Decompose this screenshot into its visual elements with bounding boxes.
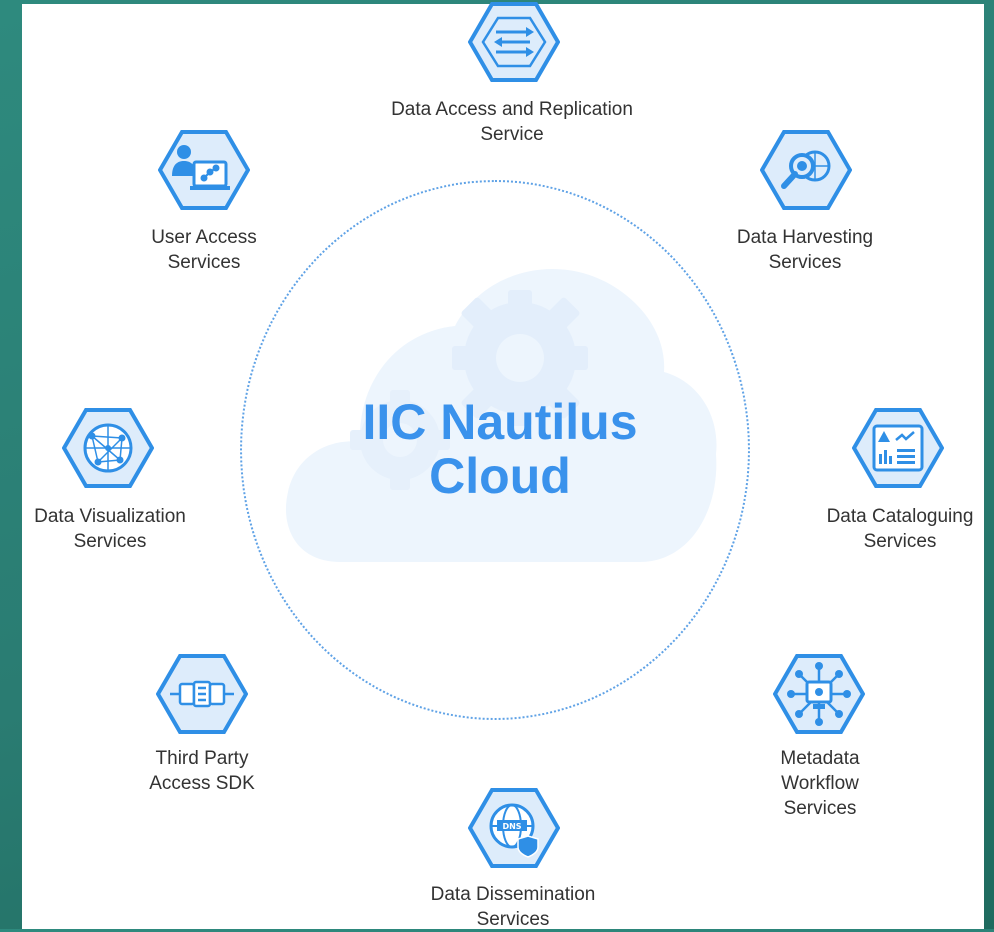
service-label-data-visualization: Data Visualization Services (34, 506, 186, 552)
service-label-metadata-workflow: Metadata Workflow Services (780, 748, 860, 819)
magnifier-globe-icon[interactable] (760, 128, 852, 212)
service-label-third-party-sdk: Third Party Access SDK (149, 748, 255, 794)
center-title-line1: IIC Nautilus (362, 394, 638, 450)
workflow-network-icon[interactable] (773, 652, 865, 736)
center-title-line2: Cloud (429, 448, 571, 504)
service-label-user-access: User Access Services (151, 227, 257, 273)
service-label-data-cataloguing: Data Cataloguing Services (826, 506, 974, 552)
user-computer-icon[interactable] (158, 128, 250, 212)
service-label-data-harvesting: Data Harvesting Services (736, 227, 874, 273)
connector-plug-icon[interactable] (156, 652, 248, 736)
service-label-data-access-replication: Data Access and Replication Service (391, 99, 633, 145)
svg-text:DNS: DNS (502, 822, 521, 831)
center-title: IIC Nautilus Cloud (300, 395, 700, 503)
network-globe-icon[interactable] (62, 406, 154, 490)
arrows-transfer-icon[interactable] (468, 0, 560, 84)
cloud-boundary-ring (240, 180, 750, 720)
service-label-data-dissemination: Data Dissemination Services (430, 884, 596, 930)
dashboard-catalog-icon[interactable] (852, 406, 944, 490)
dns-globe-shield-icon[interactable]: DNS (468, 786, 560, 870)
